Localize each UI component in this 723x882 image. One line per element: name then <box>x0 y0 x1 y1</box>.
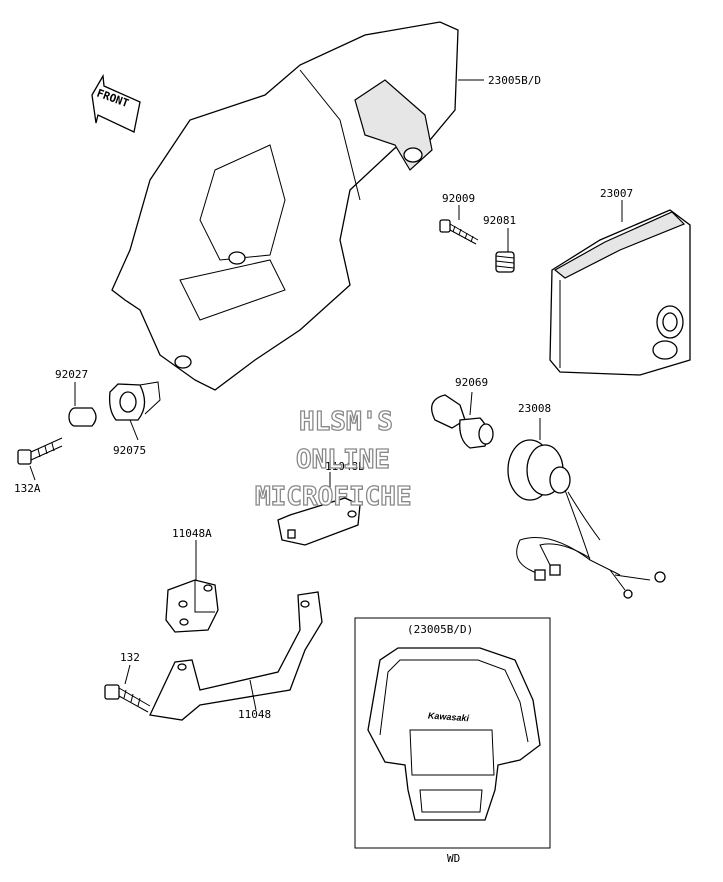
label-11048B: 11048B <box>325 460 365 473</box>
headlight-cover <box>111 21 459 391</box>
collar-92027 <box>68 407 97 427</box>
label-132: 132 <box>120 651 140 664</box>
label-23008: 23008 <box>518 402 551 415</box>
damper-92075 <box>108 381 161 421</box>
inset-title: (23005B/D) <box>407 623 473 636</box>
spring-92081 <box>495 251 515 273</box>
watermark-line2: ONLINE <box>296 445 390 475</box>
label-23005: 23005B/D <box>488 74 541 87</box>
front-arrow-icon: FRONT <box>91 73 141 133</box>
label-92069: 92069 <box>455 376 488 389</box>
label-92009: 92009 <box>442 192 475 205</box>
watermark: HLSM'S ONLINE MICROFICHE <box>254 406 412 512</box>
label-132A: 132A <box>14 482 41 495</box>
screw-92009 <box>439 219 479 245</box>
bolt-132 <box>104 684 151 713</box>
label-92027: 92027 <box>55 368 88 381</box>
label-92081: 92081 <box>483 214 516 227</box>
label-92075: 92075 <box>113 444 146 457</box>
label-11048A: 11048A <box>172 527 212 540</box>
watermark-line1: HLSM'S <box>299 407 393 437</box>
bracket-11048B <box>277 497 361 546</box>
label-11048: 11048 <box>238 708 271 721</box>
headlight-unit-23007 <box>549 209 691 376</box>
socket-harness-23008 <box>507 439 666 599</box>
brand-mark: Kawasaki <box>428 710 470 723</box>
watermark-line3: MICROFICHE <box>255 482 412 512</box>
label-23007: 23007 <box>600 187 633 200</box>
bracket-11048A <box>165 579 219 633</box>
bolt-132A <box>17 437 63 465</box>
bulb-92069 <box>431 394 494 449</box>
inset-box: (23005B/D) Kawasaki <box>354 617 551 849</box>
model-label: WD <box>447 852 460 865</box>
stay-11048 <box>149 591 323 721</box>
